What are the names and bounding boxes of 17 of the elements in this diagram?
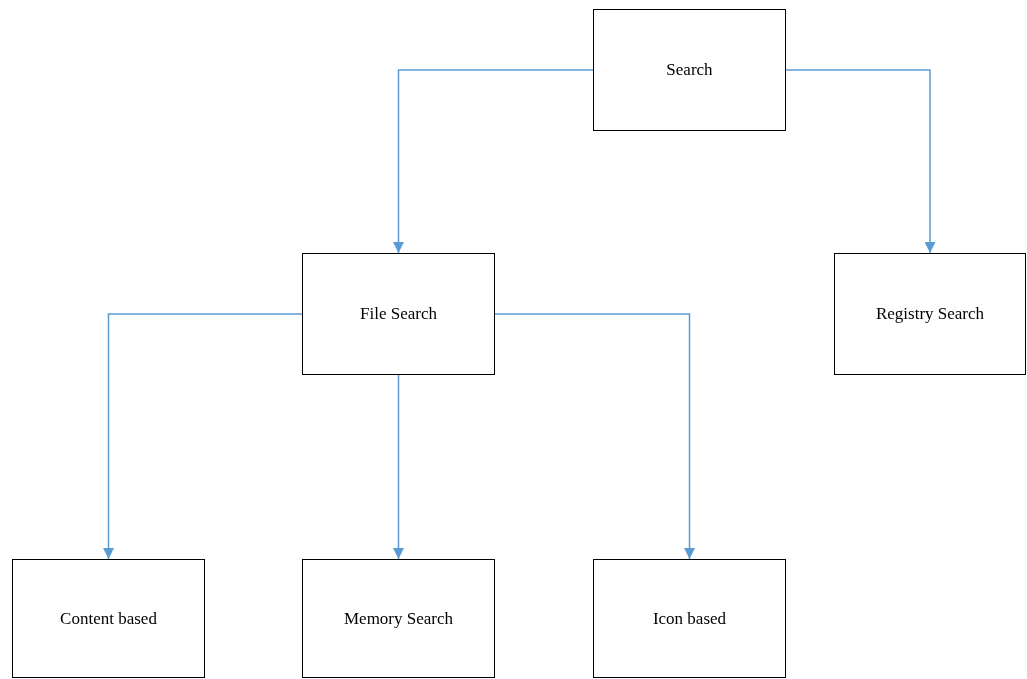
box-label: Memory Search xyxy=(343,608,454,629)
arrow xyxy=(494,313,695,560)
box-label: Icon based xyxy=(652,608,727,629)
process-box xyxy=(834,253,1026,375)
arrow xyxy=(393,374,404,560)
arrow xyxy=(785,69,936,254)
process-box xyxy=(302,559,495,678)
process-box xyxy=(12,559,205,678)
arrow xyxy=(103,313,303,560)
process-box xyxy=(593,9,786,131)
box-label: Content based xyxy=(60,608,157,629)
box-label: Search xyxy=(666,60,713,80)
process-box xyxy=(593,559,786,678)
box-label: Registry Search xyxy=(875,304,985,324)
box-label: File Search xyxy=(360,304,437,324)
process-box xyxy=(302,253,495,375)
arrow xyxy=(393,69,594,254)
